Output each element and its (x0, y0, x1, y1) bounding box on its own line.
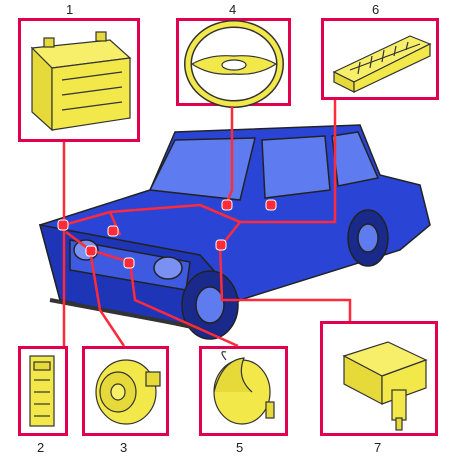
relay-block-icon (332, 35, 432, 93)
label-fuse-block: 2 (37, 440, 45, 455)
label-relay-block: 6 (372, 2, 380, 17)
horn-icon (213, 351, 275, 425)
wiring-connectors (57, 199, 277, 269)
relay-icon (342, 341, 428, 431)
generator-icon (95, 359, 161, 425)
label-relay: 7 (374, 440, 382, 455)
label-battery: 1 (66, 2, 74, 17)
battery-icon (30, 31, 132, 132)
label-steering-wheel: 4 (229, 2, 237, 17)
steering-wheel-icon (184, 20, 284, 108)
label-generator: 3 (120, 440, 128, 455)
fuse-block-icon (29, 355, 55, 427)
label-horn: 5 (236, 440, 244, 455)
